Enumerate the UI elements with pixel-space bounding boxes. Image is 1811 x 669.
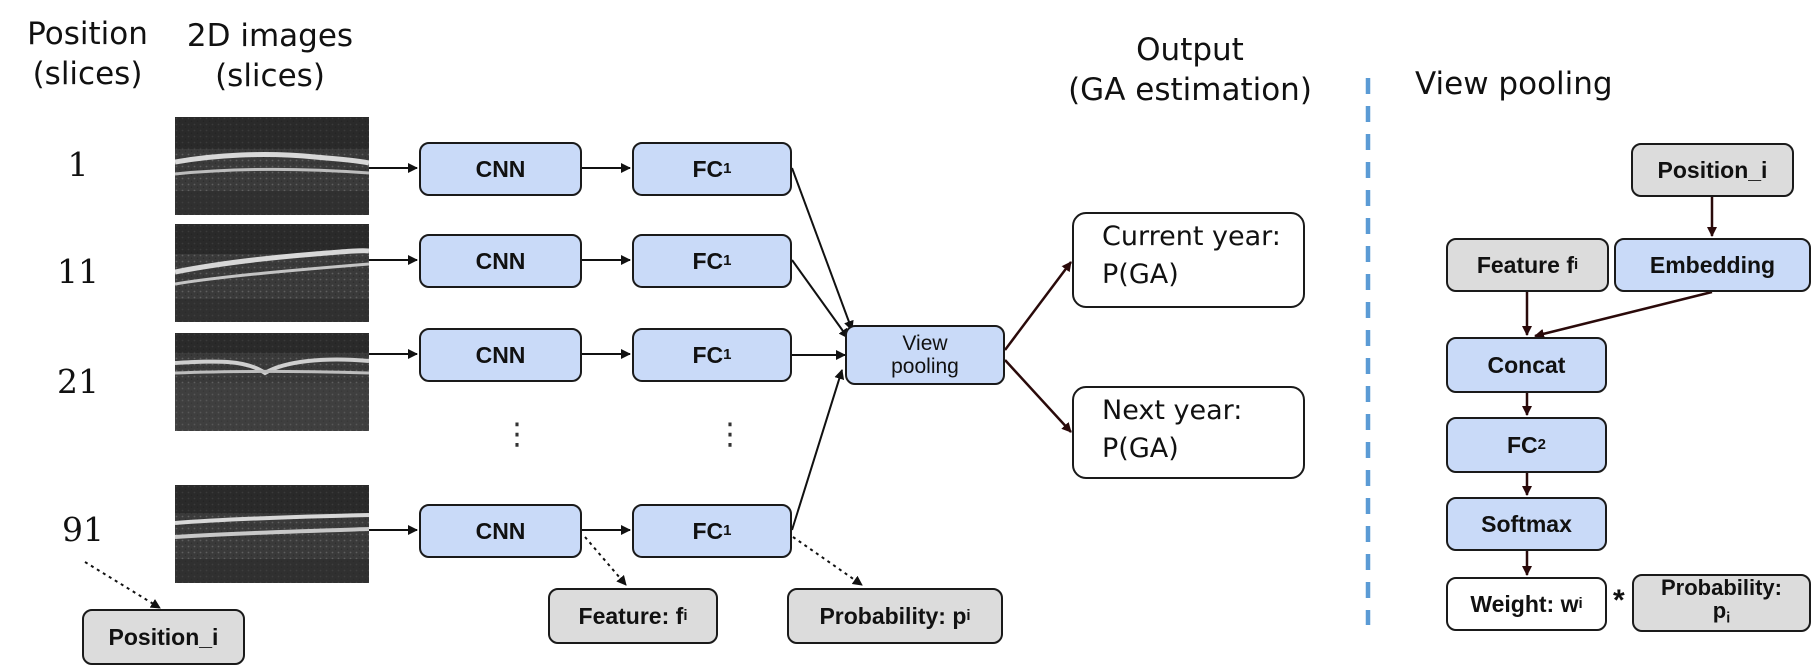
detail-concat-box: Concat [1446, 337, 1607, 393]
arrow-embedding-concat [1534, 290, 1713, 339]
images-header: 2D images (slices) [170, 16, 370, 96]
cnn-to-fc-arrows [582, 163, 631, 535]
slice-index-21: 21 [57, 362, 99, 401]
ellipsis-cnn-column: ⋮ [502, 417, 532, 452]
detail-fc2-label: FC [1507, 432, 1538, 458]
slice-index-11: 11 [57, 252, 99, 291]
detail-probability-symbol: p [1712, 597, 1727, 623]
oct-slice-image-21 [175, 333, 369, 431]
position-annotation-label: Position_i [108, 624, 219, 650]
output-current-line1: Current year: [1102, 221, 1281, 252]
detail-feature-subscript: i [1573, 256, 1579, 273]
position-header-line2: (slices) [32, 56, 143, 92]
slice-index-91: 91 [62, 510, 104, 549]
view-pooling-label-line2: pooling [891, 355, 959, 378]
fc-to-pooling-arrows [791, 167, 854, 531]
fc-label: FC [692, 156, 724, 182]
view-pooling-panel-title: View pooling [1415, 66, 1613, 102]
arrow-fc-row1-pool [791, 167, 854, 331]
arrow-pool-next [1004, 359, 1072, 433]
detail-position-box: Position_i [1631, 143, 1794, 197]
cnn-label: CNN [475, 342, 526, 368]
fc-subscript: 1 [723, 346, 732, 363]
detail-embedding-box: Embedding [1614, 238, 1811, 292]
images-header-line1: 2D images [186, 18, 354, 54]
output-next-line2: P(GA) [1102, 433, 1179, 464]
cnn-label: CNN [475, 248, 526, 274]
cnn-block-row2: CNN [419, 234, 582, 288]
position-header-line1: Position [27, 16, 148, 52]
view-pooling-label-line1: View [902, 332, 948, 355]
output-current-line2: P(GA) [1102, 259, 1179, 290]
probability-annotation-label: Probability: p [819, 603, 967, 629]
detail-probability-line1: Probability: [1660, 574, 1782, 600]
arrow-fc-row4-pool [791, 369, 845, 531]
detail-feature-label: Feature f [1476, 252, 1574, 278]
feature-annotation-label: Feature: f [578, 603, 684, 629]
detail-concat-label: Concat [1487, 352, 1566, 378]
cnn-label: CNN [475, 156, 526, 182]
cnn-label: CNN [475, 518, 526, 544]
pooling-to-output-arrows [1004, 261, 1072, 433]
output-next-line1: Next year: [1102, 395, 1243, 426]
detail-embedding-label: Embedding [1649, 252, 1776, 278]
oct-slice-image-91 [175, 485, 369, 583]
fc-subscript: 1 [723, 252, 732, 269]
fc-subscript: 1 [723, 160, 732, 177]
detail-arrows [1522, 197, 1717, 576]
output-current-year: Current year: P(GA) [1072, 212, 1305, 308]
output-header-line2: (GA estimation) [1068, 72, 1312, 108]
cnn-block-row3: CNN [419, 328, 582, 382]
position-annotation: Position_i [82, 609, 245, 665]
oct-slice-image-11 [175, 224, 369, 322]
fc-subscript: 1 [723, 522, 732, 539]
dotted-arrow-probability [792, 536, 863, 586]
fc-label: FC [692, 248, 724, 274]
detail-probability-subscript: i [1726, 610, 1731, 627]
probability-annotation-subscript: i [966, 607, 971, 624]
feature-annotation-subscript: i [683, 607, 688, 624]
detail-softmax-box: Softmax [1446, 497, 1607, 551]
detail-softmax-label: Softmax [1481, 511, 1572, 537]
ellipsis-fc-column: ⋮ [715, 417, 745, 452]
cnn-block-row4: CNN [419, 504, 582, 558]
detail-probability-line2: pi [1713, 599, 1730, 630]
slice-to-cnn-arrows [369, 163, 418, 535]
output-header: Output (GA estimation) [1060, 30, 1320, 110]
cnn-block-row1: CNN [419, 142, 582, 196]
dotted-arrow-position [84, 561, 161, 609]
oct-slice-image-1 [175, 117, 369, 215]
detail-weight-label: Weight: w [1470, 591, 1579, 617]
arrow-fc-row2-pool [791, 259, 849, 339]
fc-label: FC [692, 518, 724, 544]
dotted-arrow-feature [584, 536, 627, 586]
multiply-sign: * [1613, 584, 1625, 617]
fc-label: FC [692, 342, 724, 368]
detail-fc2-subscript: 2 [1537, 436, 1546, 453]
output-header-line1: Output [1136, 32, 1244, 68]
detail-weight-subscript: i [1578, 595, 1583, 612]
position-header: Position (slices) [10, 14, 165, 94]
output-next-year: Next year: P(GA) [1072, 386, 1305, 479]
annotation-dotted-arrows [84, 536, 863, 609]
arrow-pool-current [1004, 261, 1072, 351]
images-header-line2: (slices) [215, 58, 325, 94]
detail-probability-box: Probability: pi [1632, 574, 1811, 632]
detail-position-label: Position_i [1657, 157, 1768, 183]
view-pooling-block: View pooling [845, 325, 1005, 385]
slice-index-1: 1 [67, 145, 89, 184]
